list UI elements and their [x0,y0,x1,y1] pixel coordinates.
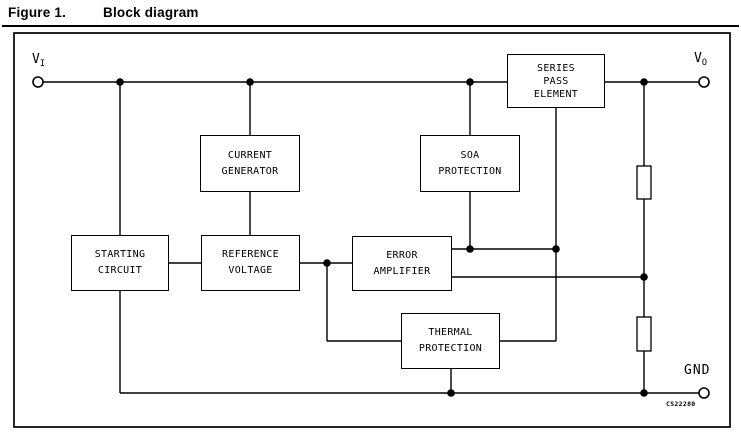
block-label-line: SOA [460,149,480,161]
resistor-upper [636,165,652,200]
block-error-amplifier: ERROR AMPLIFIER [352,236,452,291]
block-label-line: VOLTAGE [228,265,273,276]
junction-dots [116,78,648,397]
block-label-line: SERIES [537,62,575,74]
block-label-line: ELEMENT [533,88,579,100]
block-label-line: ERROR [386,249,418,261]
block-label-line: THERMAL [428,327,473,338]
block-label-line: CURRENT [227,149,273,161]
block-label-line: AMPLIFIER [373,265,431,277]
vo-subscript: O [701,58,707,68]
terminal-label-gnd: GND [684,363,711,378]
figure-title: Block diagram [103,5,199,20]
block-label-line: PROTECTION [438,165,502,177]
block-reference-voltage: REFERENCE VOLTAGE [201,235,300,291]
terminal-circle-vi [32,76,44,88]
drawing-code: CS22280 [666,400,696,408]
terminal-circle-vo [698,76,710,88]
resistor-lower [636,316,652,352]
caption-rule [2,25,739,27]
block-soa-protection: SOA PROTECTION [420,135,520,192]
vo-symbol: V [694,51,702,66]
block-label-line: GENERATOR [221,165,279,177]
block-current-generator: CURRENT GENERATOR [200,135,300,192]
block-label-line: PASS [543,75,569,87]
figure-number: Figure 1. [8,5,67,20]
terminal-label-vi: VI [32,52,45,69]
block-label-line: STARTING [94,249,146,260]
vi-subscript: I [39,59,45,69]
terminal-label-vo: VO [694,51,707,68]
block-series-pass-element: SERIES PASS ELEMENT [507,54,605,108]
diagram-border [13,32,731,428]
block-label-line: CIRCUIT [97,265,143,276]
block-starting-circuit: STARTING CIRCUIT [71,235,169,291]
block-label-line: REFERENCE [222,249,279,260]
block-thermal-protection: THERMAL PROTECTION [401,313,500,369]
vi-symbol: V [32,52,40,67]
wires [43,81,699,394]
block-label-line: PROTECTION [418,343,483,354]
terminal-circle-gnd [698,387,710,399]
